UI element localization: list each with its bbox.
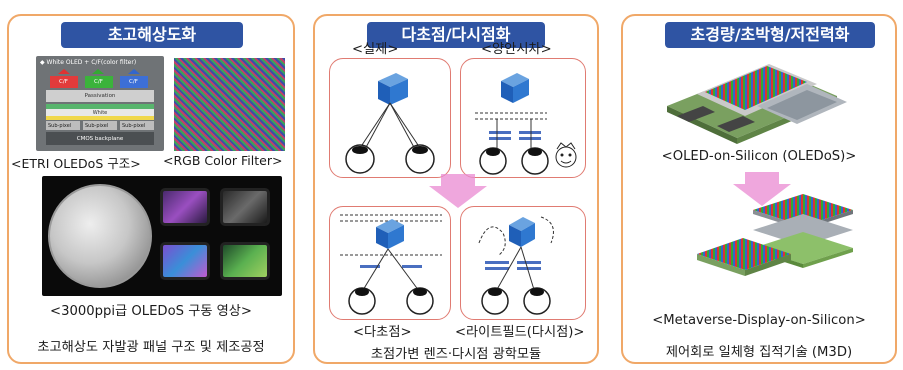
panel-lightweight-thin-lowpower: 초경량/초박형/저전력화 <OLED-on-Silicon (OLEDoS)> bbox=[621, 14, 897, 364]
white-label: White bbox=[92, 110, 108, 116]
panel-multifocal-multiview: 다초점/다시점화 <실제> <양안시차> bbox=[313, 14, 599, 364]
cf-label-green: C/F bbox=[94, 79, 103, 85]
multifocal-optics-diagram bbox=[340, 214, 442, 315]
label-parallax: <양안시차> bbox=[481, 42, 552, 57]
oledos-video-photo bbox=[42, 176, 282, 296]
structure-header: ◆ White OLED + C/F(color filter) bbox=[40, 59, 137, 66]
panel-title: 초경량/초박형/저전력화 bbox=[665, 22, 875, 48]
metaverse-display-chip-image bbox=[697, 194, 853, 276]
real-optics-diagram bbox=[345, 73, 435, 174]
display-sample-1 bbox=[160, 188, 210, 226]
quadrant-real bbox=[329, 58, 451, 178]
panel-title: 초고해상도화 bbox=[61, 22, 243, 48]
lightfield-optics-diagram bbox=[478, 216, 554, 315]
etri-structure-caption: <ETRI OLEDoS 구조> bbox=[11, 156, 141, 171]
panel-bottom-text: 초고해상도 자발광 패널 구조 및 제조공정 bbox=[37, 340, 265, 355]
passivation-label: Passivation bbox=[84, 93, 116, 99]
metaverse-caption: <Metaverse-Display-on-Silicon> bbox=[652, 313, 866, 328]
subpixel-label-3: Sub-pixel bbox=[122, 123, 146, 129]
etri-oledos-structure-diagram: ◆ White OLED + C/F(color filter) C/F C/F… bbox=[36, 56, 164, 151]
oledos-caption: <OLED-on-Silicon (OLEDoS)> bbox=[661, 149, 857, 164]
quadrant-parallax bbox=[460, 58, 586, 178]
rgb-color-filter-image bbox=[174, 58, 285, 151]
backplane-label: CMOS backplane bbox=[76, 136, 124, 142]
pink-down-arrow bbox=[733, 172, 791, 206]
panel-bottom-text: 제어회로 일체형 집적기술 (M3D) bbox=[665, 345, 853, 360]
display-sample-3 bbox=[160, 242, 210, 280]
coin-image bbox=[48, 184, 152, 288]
subpixel-label-2: Sub-pixel bbox=[85, 123, 109, 129]
oledos-chip-image bbox=[667, 64, 847, 144]
panel-title: 다초점/다시점화 bbox=[367, 22, 545, 48]
subpixel-label-1: Sub-pixel bbox=[48, 123, 72, 129]
structure-layers bbox=[46, 69, 154, 145]
display-sample-2 bbox=[220, 188, 270, 226]
cf-label-red: C/F bbox=[59, 79, 68, 85]
rgb-filter-caption: <RGB Color Filter> bbox=[163, 153, 283, 168]
panel-ultra-high-resolution: 초고해상도화 ◆ White OLED + C/F(color filter) … bbox=[7, 14, 295, 364]
label-multifocal: <다초점> bbox=[353, 325, 412, 340]
pink-down-arrow bbox=[429, 174, 487, 208]
video-caption: <3000ppi급 OLEDoS 구동 영상> bbox=[50, 304, 252, 319]
quadrant-lightfield bbox=[460, 206, 586, 320]
display-sample-4 bbox=[220, 242, 270, 280]
quadrant-multifocal bbox=[329, 206, 451, 320]
parallax-optics-diagram bbox=[475, 73, 577, 175]
panel-bottom-text: 초점가변 렌즈·다시점 광학모듈 bbox=[370, 347, 542, 362]
label-real: <실제> bbox=[352, 42, 399, 57]
label-lightfield: <라이트필드(다시점)> bbox=[455, 325, 585, 340]
cf-label-blue: C/F bbox=[129, 79, 138, 85]
